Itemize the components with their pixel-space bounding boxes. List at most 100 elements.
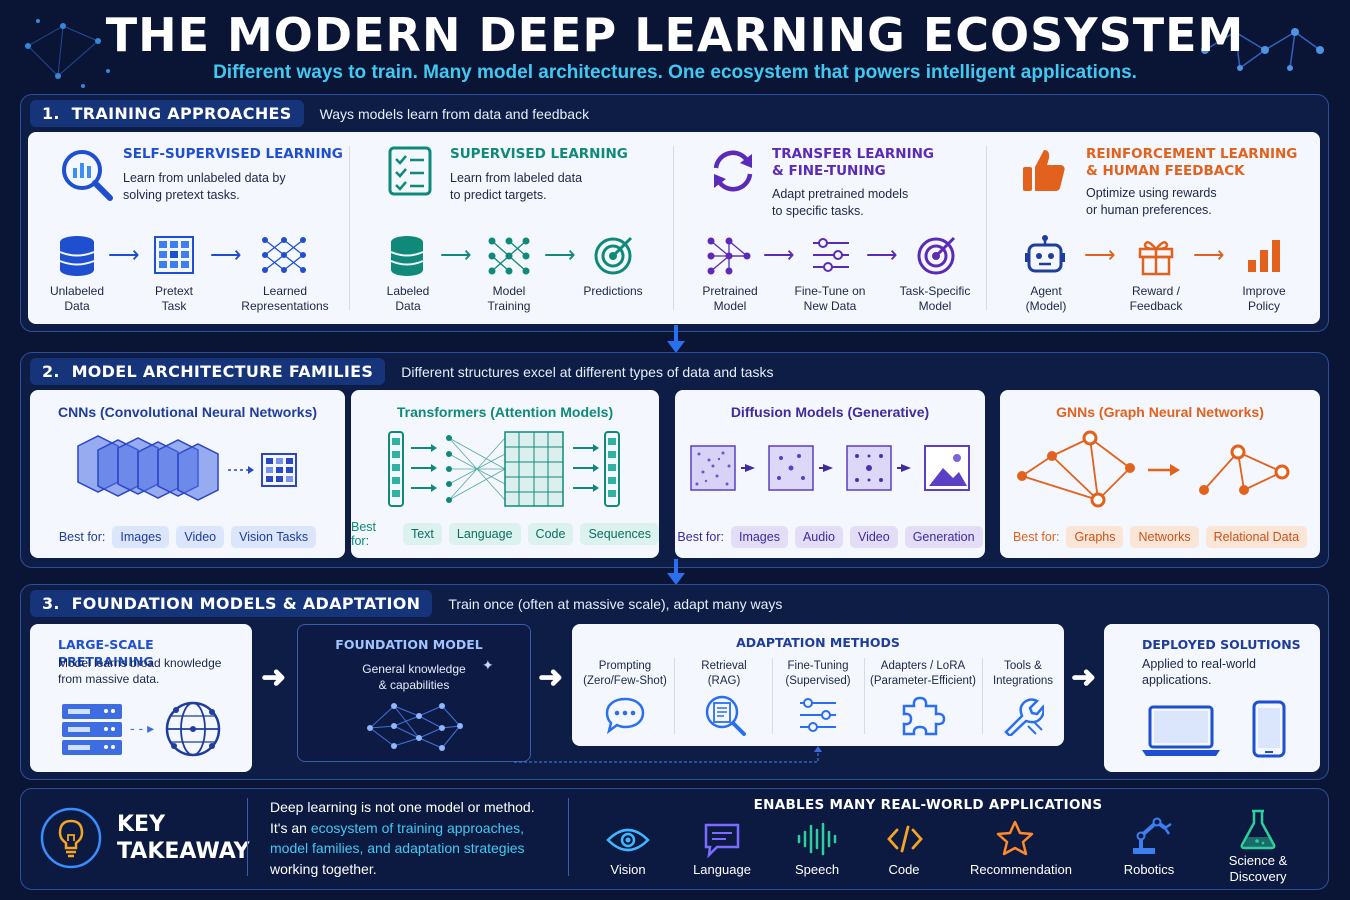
takeaway-highlight: ecosystem of training approaches, bbox=[310, 819, 525, 836]
training-approaches-panel: SELF-SUPERVISED LEARNING Learn from unla… bbox=[28, 132, 1320, 324]
sparkle-icon: ✦ bbox=[482, 657, 494, 673]
step-line: Model bbox=[918, 299, 952, 313]
diffusion-steps-icon bbox=[690, 445, 970, 491]
step-line: Feedback bbox=[1129, 299, 1183, 313]
method-line: (Parameter-Efficient) bbox=[870, 675, 976, 687]
tag: Video bbox=[849, 526, 898, 548]
robot-arm-icon bbox=[1133, 817, 1172, 854]
section1-title-pill: 1. TRAINING APPROACHES bbox=[30, 100, 304, 127]
step-label: Predictions bbox=[573, 284, 653, 299]
tag: Text bbox=[402, 523, 442, 545]
divider bbox=[247, 798, 248, 876]
step-line: Predictions bbox=[583, 284, 643, 298]
pretraining-desc: Model learns broad knowledge from massive… bbox=[58, 655, 221, 687]
step-line: Agent bbox=[1030, 284, 1062, 298]
method-label: Fine-Tuning(Supervised) bbox=[772, 659, 864, 689]
checklist-icon bbox=[388, 146, 432, 196]
puzzle-piece-icon bbox=[902, 696, 946, 736]
best-for-row: Best for: Images Video Vision Tasks bbox=[30, 526, 345, 548]
foundation-title: FOUNDATION MODEL bbox=[335, 637, 483, 652]
app-label-vision: Vision bbox=[610, 862, 646, 877]
pretraining-card: LARGE-SCALE PRETRAINING Model learns bro… bbox=[30, 624, 252, 772]
tag: Audio bbox=[794, 526, 843, 548]
desc-line: Model learns broad knowledge bbox=[58, 656, 222, 670]
down-connector-arrow bbox=[667, 559, 685, 585]
page-subtitle: Different ways to train. Many model arch… bbox=[213, 62, 1137, 83]
title-line: KEY bbox=[117, 812, 166, 837]
foundation-desc: General knowledge& capabilities bbox=[297, 661, 531, 693]
step-line: Model bbox=[713, 299, 747, 313]
attention-matrix-icon bbox=[388, 431, 620, 507]
grid-task-icon bbox=[154, 236, 194, 274]
architecture-name: CNNs (Convolutional Neural Networks) bbox=[57, 404, 318, 420]
divider bbox=[864, 658, 865, 734]
wrench-icon bbox=[1004, 698, 1044, 736]
step-line: (Model) bbox=[1025, 299, 1067, 313]
arrow-icon: ⟶ bbox=[1084, 242, 1116, 267]
flow-arrow-icon: ➜ bbox=[261, 661, 287, 694]
app-label-robotics: Robotics bbox=[1123, 862, 1175, 877]
step-line: New Data bbox=[803, 299, 857, 313]
app-label-science: Science &Discovery bbox=[1203, 853, 1313, 885]
tag: Images bbox=[730, 526, 788, 548]
arrow-icon: ⟶ bbox=[866, 242, 898, 267]
target-icon bbox=[917, 236, 956, 275]
flask-icon bbox=[1240, 809, 1276, 850]
method-line: Fine-Tuning bbox=[787, 660, 849, 672]
divider bbox=[772, 658, 773, 734]
supervised-title: SUPERVISED LEARNING bbox=[450, 146, 628, 162]
section3-description: Train once (often at massive scale), ada… bbox=[448, 595, 783, 612]
best-for-label: Best for: bbox=[58, 530, 106, 544]
section1-title: TRAINING APPROACHES bbox=[71, 104, 292, 123]
robot-agent-icon bbox=[1025, 235, 1065, 273]
chat-icon bbox=[704, 823, 740, 858]
divider bbox=[568, 798, 569, 876]
title-line: TRANSFER LEARNING bbox=[772, 146, 934, 162]
architecture-name: Diffusion Models (Generative) bbox=[730, 404, 930, 420]
bar-chart-icon bbox=[1248, 240, 1280, 272]
best-for-row: Best for: Images Audio Video Generation bbox=[675, 526, 985, 548]
desc-line: applications. bbox=[1142, 673, 1212, 687]
best-for-label: Best for: bbox=[1012, 530, 1060, 544]
section1-header: 1. TRAINING APPROACHES Ways models learn… bbox=[30, 100, 589, 127]
feedback-connector-line bbox=[514, 746, 822, 763]
tag: Graphs bbox=[1066, 526, 1124, 548]
flow-arrow-icon: ➜ bbox=[538, 661, 564, 694]
method-line: (Zero/Few-Shot) bbox=[583, 675, 667, 687]
takeaway-line: working together. bbox=[270, 860, 377, 877]
desc-line: Adapt pretrained models bbox=[772, 187, 909, 201]
desc-line: from massive data. bbox=[58, 672, 160, 686]
step-line: Training bbox=[487, 299, 531, 313]
step-line: Data bbox=[395, 299, 421, 313]
method-line: Tools & bbox=[1004, 660, 1042, 672]
architecture-name: Transformers (Attention Models) bbox=[396, 404, 614, 420]
method-line: Prompting bbox=[598, 660, 652, 672]
desc-line: or human preferences. bbox=[1086, 203, 1212, 217]
target-icon bbox=[594, 236, 633, 275]
best-for-row: Best for: Text Language Code Sequences bbox=[351, 520, 659, 548]
tag: Video bbox=[176, 526, 225, 548]
tag: Images bbox=[112, 526, 170, 548]
globe-network-icon bbox=[165, 701, 221, 757]
arrow-icon: ⟶ bbox=[1193, 242, 1225, 267]
app-label-line: Science & bbox=[1228, 853, 1288, 868]
server-stack-icon bbox=[62, 704, 122, 755]
step-line: Data bbox=[64, 299, 90, 313]
tag: Sequences bbox=[580, 523, 659, 545]
section2-header: 2. MODEL ARCHITECTURE FAMILIES Different… bbox=[30, 358, 773, 385]
divider bbox=[349, 146, 350, 310]
arrow-icon: ⟶ bbox=[108, 242, 140, 267]
section3-number: 3. bbox=[42, 594, 60, 613]
architecture-name: GNNs (Graph Neural Networks) bbox=[1056, 404, 1264, 420]
cnn-layers-icon bbox=[77, 435, 297, 501]
arrow-icon: ⟶ bbox=[763, 242, 795, 267]
network-graph-icon bbox=[262, 237, 306, 273]
title-line: TAKEAWAY bbox=[117, 839, 250, 864]
dashed-arrow: - - ▸ bbox=[130, 720, 155, 736]
pretrained-network-icon bbox=[707, 237, 751, 275]
